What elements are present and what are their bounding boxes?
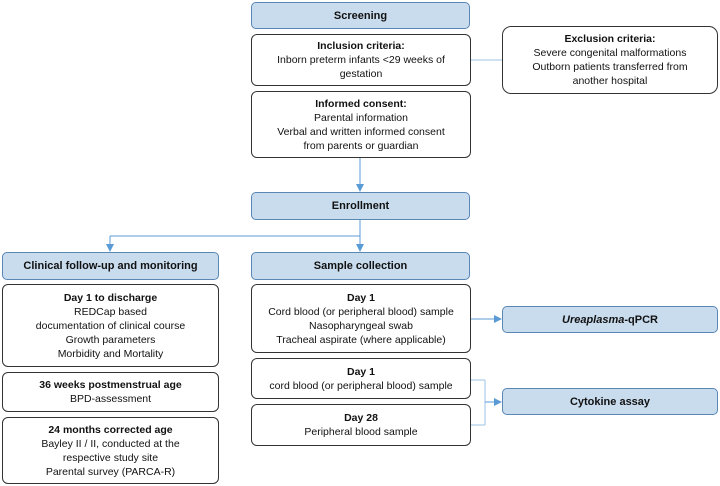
ureaplasma-qpcr-box: Ureaplasma-qPCR (502, 306, 718, 333)
sample-day1-line: Cord blood (or peripheral blood) sample (268, 305, 454, 318)
sample-day1-line: Tracheal aspirate (where applicable) (276, 333, 446, 346)
inclusion-title: Inclusion criteria: (317, 40, 405, 52)
informed-consent-box: Informed consent: Parental information V… (251, 91, 471, 158)
consent-line: Verbal and written informed consent (277, 125, 445, 138)
qpcr-rest: -qPCR (624, 313, 658, 326)
inclusion-criteria-box: Inclusion criteria: Inborn preterm infan… (251, 34, 471, 86)
day1-discharge-line: Growth parameters (65, 333, 156, 346)
screening-label: Screening (333, 9, 388, 22)
clinical-followup-box: Clinical follow-up and monitoring (2, 252, 219, 280)
24-months-line: Bayley II / II, conducted at the (41, 437, 180, 450)
day1-discharge-box: Day 1 to discharge REDCap based document… (2, 284, 219, 367)
36-weeks-box: 36 weeks postmenstrual age BPD-assessmen… (2, 372, 219, 412)
sample-day1-box: Day 1 Cord blood (or peripheral blood) s… (251, 284, 471, 353)
24-months-box: 24 months corrected age Bayley II / II, … (2, 417, 219, 484)
qpcr-italic: Ureaplasma (562, 313, 625, 326)
day28-box: Day 28 Peripheral blood sample (251, 404, 471, 446)
day28-title: Day 28 (344, 412, 378, 424)
24-months-title: 24 months corrected age (48, 423, 173, 436)
consent-title: Informed consent: (315, 97, 407, 110)
consent-line: Parental information (314, 111, 408, 124)
cytokine-assay-box: Cytokine assay (502, 388, 718, 415)
inclusion-line: gestation (339, 68, 383, 80)
cytokine-day1-line: cord blood (or peripheral blood) sample (269, 379, 453, 392)
clinical-label: Clinical follow-up and monitoring (23, 260, 198, 272)
day1-discharge-title: Day 1 to discharge (63, 291, 158, 304)
day1-discharge-line: Morbidity and Mortality (57, 347, 164, 360)
enrollment-box: Enrollment (251, 192, 470, 220)
inclusion-line: Inborn preterm infants <29 weeks of (277, 54, 445, 66)
24-months-line: respective study site (62, 451, 159, 464)
exclusion-line: Outborn patients transferred from (532, 61, 688, 73)
cytokine-day1-box: Day 1 cord blood (or peripheral blood) s… (251, 358, 471, 399)
sample-collection-box: Sample collection (251, 252, 470, 280)
exclusion-line: Severe congenital malformations (533, 47, 687, 59)
day1-discharge-line: documentation of clinical course (35, 319, 186, 332)
day28-line: Peripheral blood sample (304, 426, 418, 438)
exclusion-criteria-box: Exclusion criteria: Severe congenital ma… (502, 26, 718, 94)
sample-label: Sample collection (313, 260, 408, 272)
consent-line: from parents or guardian (303, 139, 419, 152)
sample-day1-line: Nasopharyngeal swab (309, 319, 413, 332)
day1-discharge-line: REDCap based (74, 305, 147, 318)
cytokine-day1-title: Day 1 (346, 365, 376, 378)
24-months-line: Parental survey (PARCA-R) (45, 465, 176, 478)
36-weeks-title: 36 weeks postmenstrual age (39, 379, 182, 391)
exclusion-line: another hospital (572, 75, 648, 87)
enrollment-label: Enrollment (331, 200, 390, 212)
cytokine-assay-label: Cytokine assay (569, 395, 651, 408)
sample-day1-title: Day 1 (346, 291, 376, 304)
36-weeks-line: BPD-assessment (69, 393, 152, 405)
screening-box: Screening (251, 2, 470, 29)
exclusion-title: Exclusion criteria: (564, 33, 656, 45)
